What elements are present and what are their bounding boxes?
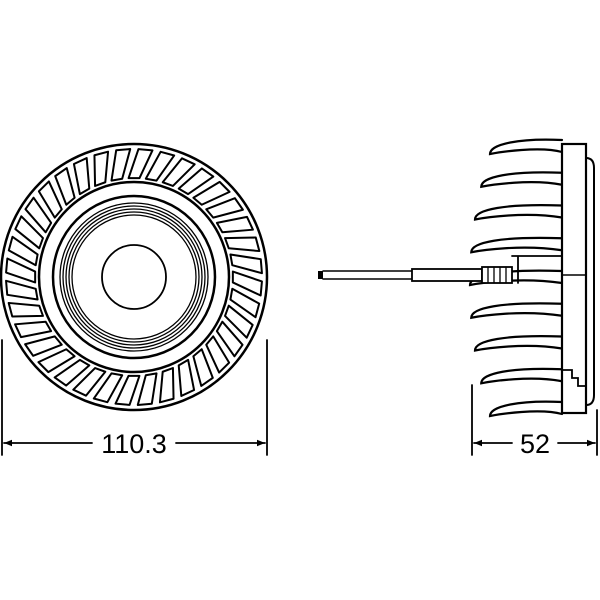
plate-step [561, 369, 587, 387]
fin [205, 197, 244, 219]
side-fin [480, 367, 564, 385]
side-fin [473, 335, 564, 352]
side-fin [470, 236, 564, 254]
connector [481, 266, 513, 284]
heat-sink-fins [5, 148, 263, 406]
side-fin [488, 138, 564, 156]
fin [215, 320, 244, 358]
fin [7, 301, 44, 318]
fin [7, 235, 39, 267]
reflector-rings [59, 202, 209, 352]
fin [37, 180, 63, 219]
fin [224, 304, 254, 339]
diameter-label: 110.3 [101, 429, 167, 459]
fin [54, 167, 76, 206]
side-view [318, 138, 595, 418]
fin [224, 236, 261, 253]
fin-inner-ring [37, 180, 231, 374]
side-fin [470, 302, 564, 320]
fin [144, 150, 176, 182]
fin [24, 335, 63, 357]
fin [215, 215, 254, 234]
led-lens [101, 244, 167, 310]
fin [192, 180, 231, 206]
fin [14, 215, 44, 250]
fin [205, 335, 231, 374]
power-cable [318, 255, 563, 284]
fin [177, 358, 196, 397]
fin [127, 148, 154, 180]
depth-dimension [471, 384, 598, 456]
fin [192, 348, 214, 387]
fin [114, 374, 141, 406]
fin [158, 367, 175, 404]
side-fin [488, 400, 564, 418]
fin [136, 372, 158, 406]
side-fin [473, 204, 564, 221]
fin [110, 148, 132, 182]
reflector-rim [51, 194, 217, 360]
fin [229, 287, 261, 319]
fin [5, 279, 39, 301]
fin [72, 367, 107, 397]
depth-label: 52 [520, 429, 550, 459]
fin [37, 348, 76, 374]
fin [5, 257, 37, 284]
fin [53, 358, 91, 387]
diameter-dimension [1, 339, 268, 456]
fin [72, 157, 91, 196]
fin [14, 320, 53, 339]
fin [92, 372, 124, 404]
fin [231, 270, 263, 297]
outer-rim [0, 142, 269, 412]
fin [161, 157, 196, 187]
fin [177, 167, 215, 196]
fin [229, 253, 263, 275]
mounting-plate [560, 142, 588, 415]
fin [24, 196, 53, 234]
side-fin [480, 171, 564, 189]
front-view [0, 142, 269, 412]
fin [93, 150, 110, 187]
